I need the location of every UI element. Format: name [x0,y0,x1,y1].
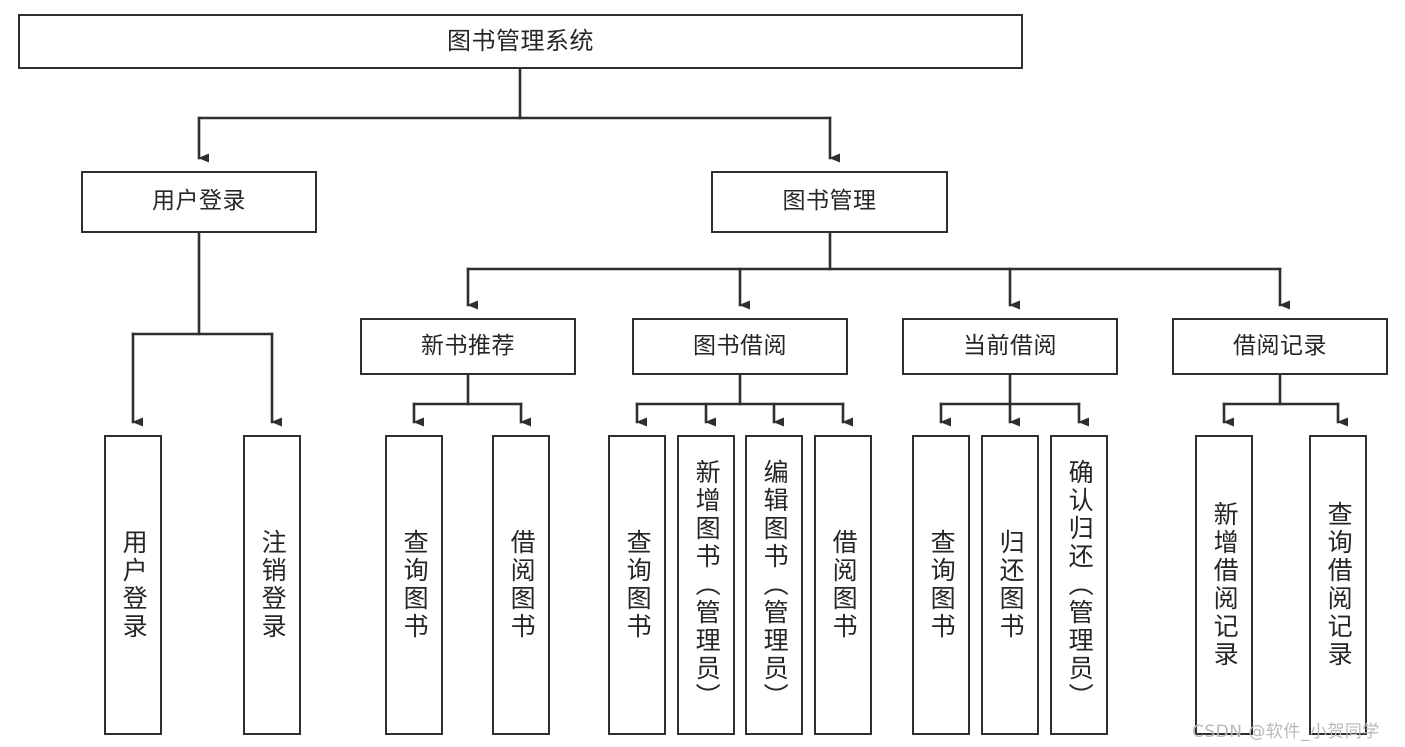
leaf-borrow-query-book[interactable]: 查询图书 [608,435,666,735]
node-root-system[interactable]: 图书管理系统 [18,14,1023,69]
leaf-borrow-borrow-book-label: 借阅图书 [829,529,859,641]
node-new-book-recommend[interactable]: 新书推荐 [360,318,576,375]
leaf-current-return-book-label: 归还图书 [996,529,1026,641]
leaf-new-book-query[interactable]: 查询图书 [385,435,443,735]
node-new-book-recommend-label: 新书推荐 [421,332,515,359]
node-book-borrow-label: 图书借阅 [693,332,787,359]
leaf-borrow-edit-book-admin-label: 编辑图书（管理员） [760,459,790,711]
node-current-borrow-label: 当前借阅 [963,332,1057,359]
leaf-current-query-book-label: 查询图书 [927,529,957,641]
node-user-login[interactable]: 用户登录 [81,171,317,233]
node-borrow-record-label: 借阅记录 [1233,332,1327,359]
leaf-user-login[interactable]: 用户登录 [104,435,162,735]
leaf-current-confirm-return-admin[interactable]: 确认归还（管理员） [1050,435,1108,735]
node-book-management-label: 图书管理 [782,188,877,215]
leaf-new-book-query-label: 查询图书 [400,529,430,641]
node-current-borrow[interactable]: 当前借阅 [902,318,1118,375]
leaf-new-book-borrow[interactable]: 借阅图书 [492,435,550,735]
leaf-user-login-label: 用户登录 [119,529,149,641]
leaf-user-logout[interactable]: 注销登录 [243,435,301,735]
leaf-borrow-query-book-label: 查询图书 [623,529,653,641]
csdn-watermark: CSDN @软件_小贺同学 [1192,722,1380,742]
leaf-borrow-add-book-admin-label: 新增图书（管理员） [692,459,722,711]
leaf-borrow-add-book-admin[interactable]: 新增图书（管理员） [677,435,735,735]
leaf-record-add-label: 新增借阅记录 [1210,501,1240,669]
leaf-record-add[interactable]: 新增借阅记录 [1195,435,1253,735]
node-root-system-label: 图书管理系统 [447,27,594,56]
node-book-borrow[interactable]: 图书借阅 [632,318,848,375]
leaf-current-return-book[interactable]: 归还图书 [981,435,1039,735]
leaf-borrow-edit-book-admin[interactable]: 编辑图书（管理员） [745,435,803,735]
leaf-current-query-book[interactable]: 查询图书 [912,435,970,735]
node-book-management[interactable]: 图书管理 [711,171,948,233]
leaf-record-query-label: 查询借阅记录 [1324,501,1354,669]
leaf-borrow-borrow-book[interactable]: 借阅图书 [814,435,872,735]
leaf-new-book-borrow-label: 借阅图书 [507,529,537,641]
leaf-current-confirm-return-admin-label: 确认归还（管理员） [1065,459,1095,711]
leaf-record-query[interactable]: 查询借阅记录 [1309,435,1367,735]
node-user-login-label: 用户登录 [152,188,246,215]
leaf-user-logout-label: 注销登录 [258,529,288,641]
node-borrow-record[interactable]: 借阅记录 [1172,318,1388,375]
